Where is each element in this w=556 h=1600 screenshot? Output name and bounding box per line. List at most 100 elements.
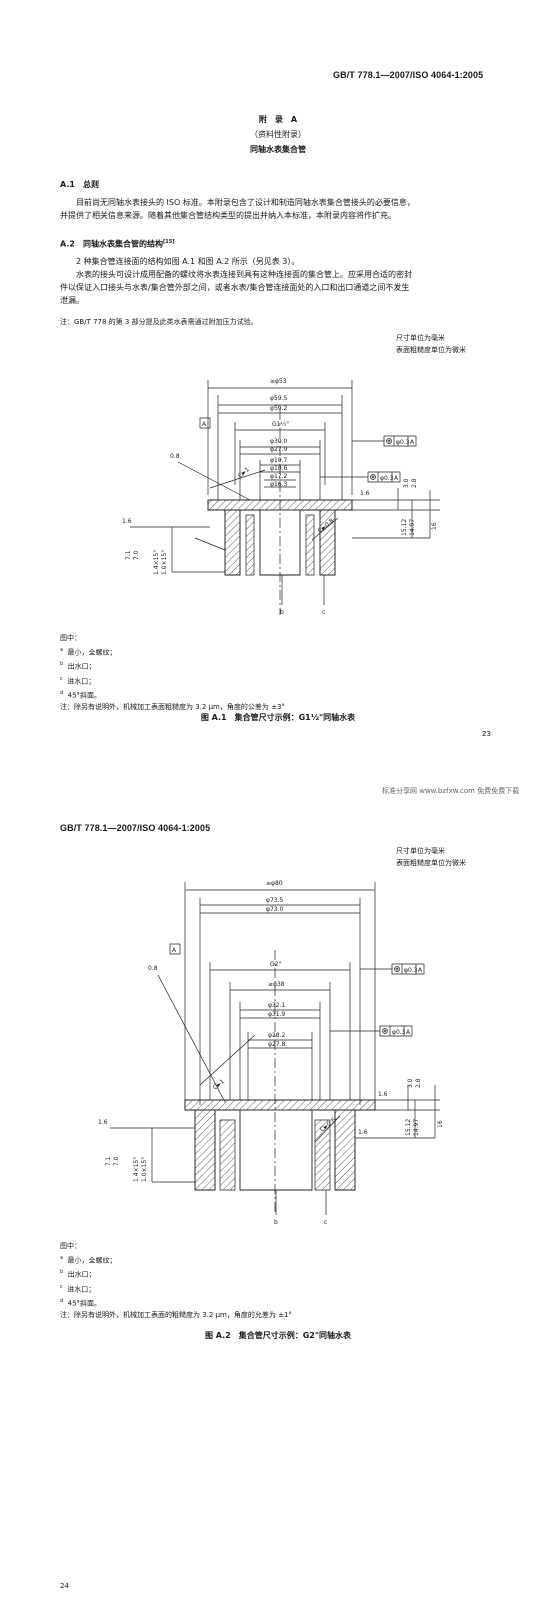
label-b: b — [280, 609, 284, 616]
dim-d3: φ32.1 — [268, 1002, 286, 1009]
units-text: 尺寸单位为毫米 表面粗糙度单位为微米 — [396, 332, 466, 356]
legend-note: 注：除另有说明外，机械加工表面的粗糙度为 3.2 μm，角度的允差为 ±1° — [60, 1311, 292, 1320]
datum-a-box — [170, 944, 180, 954]
dim-v3: 15.12 — [401, 519, 408, 536]
tolerance-1-datum: A — [418, 967, 423, 974]
dim-d1: φ59.5 — [270, 395, 288, 402]
dim-v5: 16 — [437, 1120, 444, 1128]
dim-thread: G1½" — [272, 421, 289, 428]
a2-para-2-line-3: 泄漏。 — [60, 296, 84, 305]
tolerance-2-datum: A — [394, 475, 399, 482]
page-header: GB/T 778.1—2007/ISO 4064-1:2005 — [60, 823, 211, 833]
a2-ref: [15] — [162, 239, 175, 245]
a2-para-2-line-2: 件以保证入口接头与水表/集合管外部之间，或者水表/集合管连接面处的入口和出口通道… — [60, 283, 410, 292]
legend-title: 图中： — [60, 634, 81, 642]
figure-a1-drawing: ≥φ53 φ59.5 φ59.2 G1½" φ30.0 φ27.9 φ10.7 … — [122, 378, 460, 616]
label-c: c — [322, 609, 325, 616]
a1-line-1: 目前尚无同轴水表接头的 ISO 标准。本附录包含了设计和制造同轴水表集合管接头的… — [76, 198, 415, 207]
dim-d3: φ30.0 — [270, 438, 288, 445]
dim-d2: φ59.2 — [270, 405, 288, 412]
dim-d2: φ73.0 — [266, 906, 284, 913]
a2-para-2-line-1: 水表的接头可设计成用配备的螺纹将水表连接到具有这种连接面的集合管上。应采用合适的… — [76, 270, 412, 279]
chamfer-1: C►1 — [212, 1078, 226, 1092]
dim-d4: φ27.9 — [270, 446, 288, 453]
datum-a-label: A — [172, 947, 177, 954]
tolerance-1: φ0.3 — [396, 439, 410, 446]
legend-2: 图中： a 最小，全螺纹； b 出水口； c 进水口； d 45°斜面。 注：除… — [60, 1240, 292, 1321]
dim-c1: 1.4×15° — [153, 550, 160, 575]
dim-h2: 7.0 — [113, 1156, 120, 1166]
units-dimension: 尺寸单位为毫米 — [396, 847, 445, 855]
dim-v1: 3.0 — [407, 1078, 414, 1088]
watermark: 标准分享网 www.bzfxw.com 免费免费下载 — [382, 787, 520, 795]
legend-item-d: d 45°斜面。 — [60, 1297, 102, 1308]
legend-item-c: c 进水口； — [60, 675, 96, 685]
dim-v4: 14.97 — [413, 1119, 420, 1136]
tolerance-1-datum: A — [410, 439, 415, 446]
dim-h1: 7.1 — [105, 1156, 112, 1166]
figure-a2-drawing: ≥φ80 φ73.5 φ73.0 G2" ≥φ38 φ32.1 φ31.9 φ2… — [98, 880, 444, 1226]
legend-item-b: b 出水口； — [60, 661, 96, 671]
annex-title: 附 录 A — [258, 115, 298, 124]
tolerance-2: φ0.3 — [392, 1029, 406, 1036]
roughness-3: 1.6 — [98, 1119, 108, 1126]
page-header: GB/T 778.1—2007/ISO 4064-1:2005 — [333, 70, 484, 80]
roughness-4: 1.6 — [358, 1129, 368, 1136]
note-test: 注：GB/T 778 的第 3 部分提及此类水表需通过附加压力试验。 — [60, 318, 258, 326]
dim-v5: 16 — [431, 522, 438, 530]
dim-v1: 3.0 — [403, 478, 410, 488]
chamfer-1: C►1 — [237, 466, 251, 480]
dim-d6: φ27.8 — [268, 1041, 286, 1048]
units-text: 尺寸单位为毫米 表面粗糙度单位为微米 — [396, 845, 466, 869]
a2-para-1: 2 种集合管连接面的结构如图 A.1 和图 A.2 所示（另见表 3）。 — [76, 257, 300, 266]
dim-v2: 2.8 — [411, 478, 418, 488]
legend-item-d: d 45°斜面。 — [60, 689, 102, 700]
dim-h2: 7.0 — [133, 550, 140, 560]
dim-d6: φ10.6 — [270, 465, 288, 472]
dim-d8: φ16.3 — [270, 481, 288, 488]
legend-item-c: c 进水口； — [60, 1283, 96, 1293]
legend-title: 图中： — [60, 1242, 81, 1250]
section-a2-heading: A.2 同轴水表集合管的结构[15] — [60, 236, 174, 251]
dim-d7: φ17.2 — [270, 473, 288, 480]
a2-heading-text: A.2 同轴水表集合管的结构 — [60, 239, 163, 249]
dim-v3: 15.12 — [405, 1119, 412, 1136]
annex-type: （资料性附录） — [250, 130, 306, 139]
roughness-2: 1.6 — [360, 490, 370, 497]
legend-item-a: a 最小，全螺纹； — [60, 647, 117, 657]
section-a1-text: 目前尚无同轴水表接头的 ISO 标准。本附录包含了设计和制造同轴水表集合管接头的… — [60, 196, 500, 222]
dim-d4: φ31.9 — [268, 1011, 286, 1018]
legend-item-a: a 最小，全螺纹； — [60, 1255, 117, 1265]
label-b: b — [274, 1219, 278, 1226]
label-c: c — [324, 1219, 327, 1226]
section-a2-text: 2 种集合管连接面的结构如图 A.1 和图 A.2 所示（另见表 3）。 水表的… — [60, 255, 500, 307]
roughness-1: 0.8 — [170, 453, 180, 460]
dim-d5: φ10.7 — [270, 457, 288, 464]
roughness-3: 1.6 — [122, 518, 132, 525]
dim-outer: ≥φ53 — [270, 378, 287, 385]
section-a1-heading: A.1 总则 — [60, 180, 99, 189]
dim-c2: 1.0×15° — [161, 550, 168, 575]
dim-thread: G2" — [270, 961, 281, 968]
a1-line-2: 并提供了相关信息来源。随着其他集合管结构类型的提出并纳入本标准，本附录内容将作扩… — [60, 211, 396, 220]
dim-c1: 1.4×15° — [133, 1157, 140, 1182]
datum-a-box — [200, 418, 210, 428]
units-roughness: 表面粗糙度单位为微米 — [396, 859, 466, 867]
units-dimension: 尺寸单位为毫米 — [396, 334, 445, 342]
roughness-1: 0.8 — [148, 965, 158, 972]
dim-h1: 7.1 — [125, 550, 132, 560]
page-number-24: 24 — [60, 1582, 69, 1590]
units-roughness: 表面粗糙度单位为微米 — [396, 346, 466, 354]
datum-a-label: A — [202, 421, 207, 428]
figure-a2-caption: 图 A.2 集合管尺寸示例：G2"同轴水表 — [204, 1331, 352, 1340]
dim-v4: 14.97 — [409, 519, 416, 536]
dim-v2: 2.8 — [415, 1078, 422, 1088]
dim-d1: φ73.5 — [266, 897, 284, 904]
dim-mid: ≥φ38 — [268, 981, 285, 988]
dim-d5: φ28.2 — [268, 1032, 286, 1039]
tolerance-1: φ0.3 — [404, 967, 418, 974]
legend-1: 图中： a 最小，全螺纹； b 出水口； c 进水口； d 45°斜面。 注：除… — [60, 632, 285, 713]
page-number-23: 23 — [482, 730, 491, 738]
legend-note: 注：除另有说明外，机械加工表面粗糙度为 3.2 μm，角度的公差为 ±3° — [60, 703, 285, 712]
legend-item-b: b 出水口； — [60, 1269, 96, 1279]
